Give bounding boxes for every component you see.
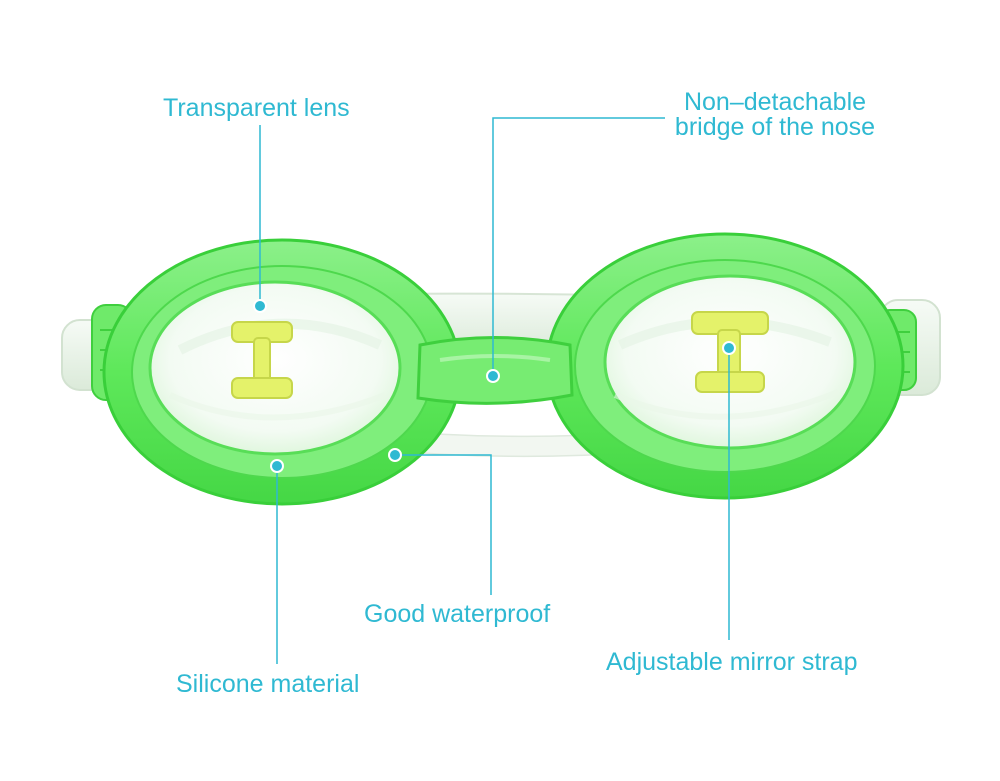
- callout-lines: [259, 117, 730, 664]
- label-adjustable-strap: Adjustable mirror strap: [606, 648, 858, 676]
- callout-dot-waterproof: [388, 448, 402, 462]
- callout-dot-bridge: [486, 369, 500, 383]
- label-good-waterproof: Good waterproof: [364, 600, 551, 628]
- label-nose-bridge-line2: bridge of the nose: [674, 113, 876, 141]
- label-nose-bridge-line1: Non–detachable: [683, 88, 867, 116]
- callout-dot-silicone: [270, 459, 284, 473]
- callout-dot-strap: [722, 341, 736, 355]
- left-lens: [148, 280, 402, 456]
- label-transparent-lens: Transparent lens: [163, 94, 350, 122]
- callout-dot-lens: [253, 299, 267, 313]
- left-eyecup: [102, 238, 462, 506]
- left-nose-pad: [231, 321, 293, 399]
- label-silicone-material: Silicone material: [176, 670, 360, 698]
